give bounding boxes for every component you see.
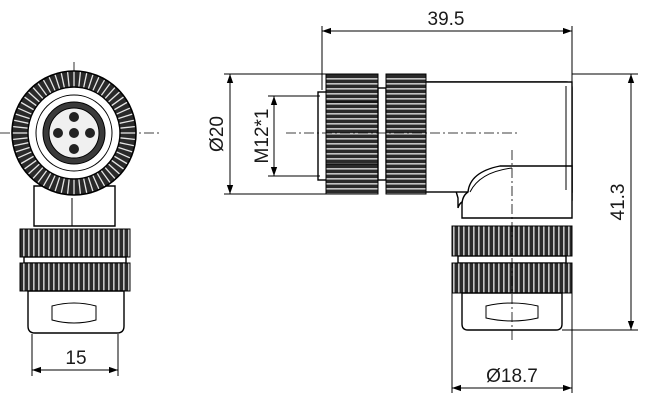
side-view-cable-window: [485, 302, 539, 322]
knurl-ridge: [19, 155, 35, 165]
pin-top: [69, 112, 79, 122]
side-view: 39.5 Ø20 M12*1 41.3 Ø18.7: [207, 9, 638, 393]
pin-bottom: [69, 144, 79, 154]
front-view-cable-end: [27, 290, 125, 334]
knurl-ridge: [54, 176, 61, 193]
side-view-cable-end: [461, 292, 563, 331]
dim-nut-diameter: Ø18.7: [486, 366, 538, 387]
knurl-ridge: [54, 73, 61, 90]
knurl-ridge: [107, 91, 121, 103]
knurl-ridge: [100, 169, 111, 184]
knurl-ridge: [42, 172, 52, 188]
knurl-ridge: [66, 71, 70, 88]
side-view-grip-ring: [385, 73, 427, 195]
knurl-ridge: [119, 137, 136, 141]
knurl-ridge: [48, 174, 56, 190]
pin-center: [69, 128, 79, 138]
front-view-nut-lower: [19, 262, 131, 292]
knurl-ridge: [17, 151, 33, 159]
knurl-ridge: [119, 125, 136, 129]
knurl-ridge: [96, 172, 106, 188]
knurl-ridge: [113, 101, 129, 111]
knurl-ridge: [104, 86, 116, 100]
knurl-ridge: [118, 119, 135, 125]
side-view-coupling-nut: [325, 73, 379, 195]
knurl-ridge: [23, 159, 38, 170]
knurl-ridge: [12, 137, 29, 141]
knurl-ridge: [107, 163, 121, 175]
front-view-nut-upper: [19, 228, 131, 258]
knurl-ridge: [92, 76, 100, 92]
side-view-elbow: [461, 165, 573, 219]
knurl-ridge: [37, 169, 48, 184]
knurl-ridge: [32, 166, 44, 180]
knurl-ridge: [117, 113, 134, 120]
knurl-ridge: [100, 82, 111, 97]
dim-thread: M12*1: [252, 109, 273, 164]
knurl-ridge: [60, 72, 66, 89]
knurl-ridge: [32, 86, 44, 100]
side-view-nut-gap: [377, 87, 387, 181]
knurl-ridge: [14, 113, 31, 120]
side-view-elbow-curve: [469, 167, 513, 193]
knurl-ridge: [104, 166, 116, 180]
knurl-ridge: [115, 107, 131, 115]
knurl-ridge: [17, 107, 33, 115]
front-view-pins: [53, 112, 95, 154]
knurl-ridge: [27, 91, 41, 103]
dim-height: 41.3: [608, 184, 629, 221]
front-view: 15: [0, 62, 162, 376]
pin-left: [53, 128, 63, 138]
knurl-ridge: [115, 151, 131, 159]
knurl-ridge: [48, 76, 56, 92]
front-view-nut-gap: [23, 256, 127, 264]
knurl-ridge: [23, 96, 38, 107]
front-view-cable-window: [51, 302, 97, 324]
knurl-ridge: [42, 78, 52, 94]
knurl-ridge: [60, 177, 66, 194]
dim-overall-diameter: Ø20: [207, 116, 228, 152]
pin-right: [85, 128, 95, 138]
knurl-ridge: [110, 159, 125, 170]
knurl-ridge: [12, 125, 29, 129]
dim-overall-length: 39.5: [428, 9, 465, 30]
knurl-ridge: [19, 101, 35, 111]
knurl-ridge: [87, 176, 94, 193]
knurl-ridge: [27, 163, 41, 175]
front-view-outer-circle: [11, 70, 137, 196]
knurl-ridge: [37, 82, 48, 97]
dim-width-side: 15: [65, 348, 86, 369]
knurl-ridge: [117, 146, 134, 153]
knurl-ridge: [66, 178, 70, 195]
knurl-ridge: [118, 141, 135, 147]
knurl-ridge: [78, 71, 82, 88]
knurl-ridge: [110, 96, 125, 107]
knurl-ridge: [87, 73, 94, 90]
knurl-ridge: [13, 119, 30, 125]
knurl-ridge: [92, 174, 100, 190]
front-view-inner-ring: [35, 94, 113, 172]
knurl-ridge: [96, 78, 106, 94]
knurl-ridge: [82, 72, 88, 89]
knurl-ridge: [14, 146, 31, 153]
knurl-ridge: [82, 177, 88, 194]
knurl-ridge: [13, 141, 30, 147]
knurl-ridge: [113, 155, 129, 165]
knurl-ridge: [78, 178, 82, 195]
